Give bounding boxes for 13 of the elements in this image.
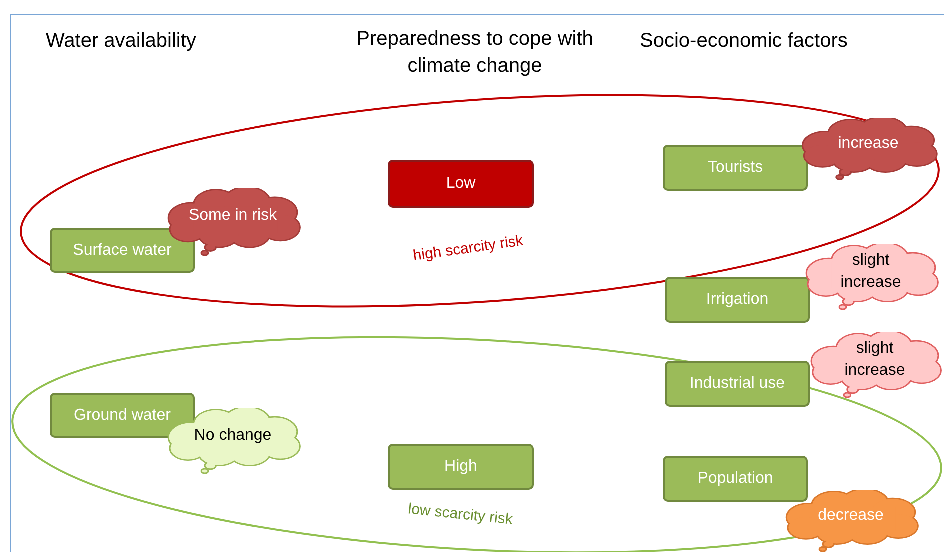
level-box: Low [388, 160, 534, 208]
column-heading: Socio-economic factors [640, 29, 849, 54]
factor-box: Industrial use [665, 361, 810, 407]
level-box: High [388, 444, 534, 490]
factor-box: Tourists [663, 145, 808, 191]
factor-box: Population [663, 456, 808, 502]
factor-box: Irrigation [665, 277, 810, 323]
zone-label: low scarcity risk [407, 500, 514, 530]
factor-box: Ground water [50, 393, 195, 438]
factor-box: Surface water [50, 228, 195, 273]
zone-label: high scarcity risk [412, 231, 525, 267]
column-heading: Preparedness to cope with climate change [356, 27, 594, 79]
column-heading: Water availability [46, 29, 198, 54]
